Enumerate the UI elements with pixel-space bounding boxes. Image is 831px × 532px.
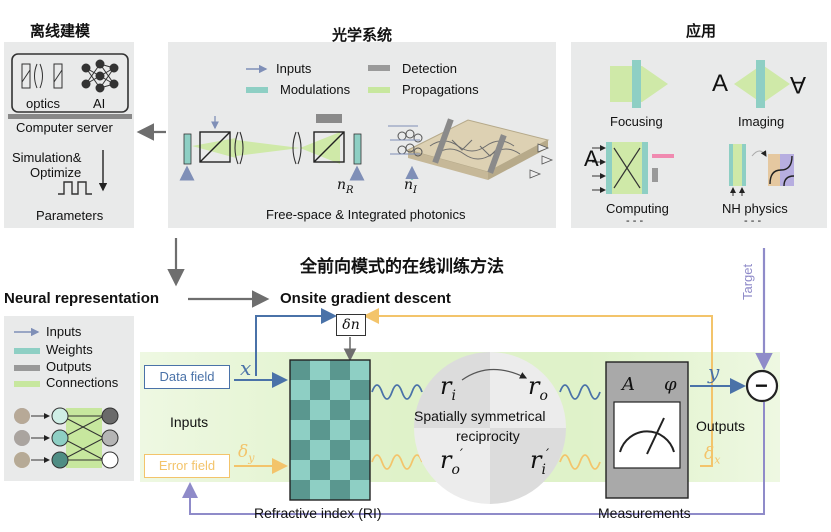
data-field-box: Data field	[144, 365, 230, 389]
imaging-letter-a: A	[712, 70, 729, 97]
focusing-icon	[610, 60, 668, 108]
legend2-weights-swatch	[14, 348, 40, 354]
refractive-index-grid	[289, 359, 371, 501]
symmetry-label-2: reciprocity	[456, 428, 520, 444]
ai-network-icon	[81, 59, 119, 93]
delta-y-label: δy	[238, 442, 255, 465]
legend2-outputs-swatch	[14, 365, 40, 371]
symmetry-label-1: Spatially symmetrical	[414, 408, 546, 424]
ri-cell	[330, 440, 350, 460]
onsite-gradient-label: Onsite gradient descent	[280, 290, 451, 307]
x-to-deltan-line	[255, 308, 337, 376]
r-o-prime-label: ro′	[440, 446, 464, 478]
r-i-label: ri	[440, 372, 456, 404]
error-field-box: Error field	[144, 454, 230, 478]
measurements-label: Measurements	[598, 505, 691, 521]
neural-network-icon	[14, 407, 119, 469]
legend-inputs-label: Inputs	[276, 61, 312, 76]
imaging-letter-a-mirror: A	[790, 71, 807, 98]
ri-cell	[290, 400, 310, 420]
focusing-label: Focusing	[610, 114, 663, 129]
legend-modulations-label: Modulations	[280, 82, 351, 97]
legend-propagations-label: Propagations	[402, 82, 479, 97]
legend-modulations-swatch	[246, 87, 268, 93]
blue-wave-right	[559, 384, 601, 400]
legend-detection-swatch	[368, 65, 390, 71]
ri-cell	[330, 360, 350, 380]
nh-physics-dots: - - -	[744, 215, 762, 227]
ri-cell	[310, 460, 330, 480]
target-label: Target	[740, 263, 755, 300]
apps-title: 应用	[686, 22, 717, 40]
r-o-label: ro	[528, 372, 548, 404]
nh-physics-icon	[729, 144, 795, 196]
outputs-label: Outputs	[696, 418, 746, 434]
ri-cell	[330, 400, 350, 420]
n-i-label: nI	[404, 177, 417, 196]
inputs-label: Inputs	[170, 414, 209, 430]
measurement-device	[605, 361, 689, 499]
neural-representation-label: Neural representation	[4, 290, 160, 307]
square-wave-icon	[58, 181, 92, 195]
ri-cell	[290, 440, 310, 460]
subtraction-node	[745, 369, 779, 403]
legend-detection-label: Detection	[402, 61, 457, 76]
delta-n-box: δn	[336, 314, 366, 336]
n-r-label: nR	[337, 177, 354, 196]
legend2-connections-label: Connections	[46, 375, 119, 390]
delta-x-label: δx	[704, 444, 721, 467]
symmetry-circle	[414, 352, 566, 504]
integrated-photonic-chip	[388, 118, 554, 180]
minus-sign: −	[755, 373, 768, 398]
parameters-label: Parameters	[36, 208, 104, 223]
simulation-label: Simulation&	[12, 150, 82, 165]
free-space-setup	[179, 114, 365, 181]
r-i-prime-label: ri′	[530, 446, 550, 478]
y-label: y	[708, 360, 720, 384]
legend-propagations-swatch	[368, 87, 390, 93]
offline-title: 离线建模	[30, 22, 91, 40]
optical-title: 光学系统	[332, 26, 393, 44]
optical-caption: Free-space & Integrated photonics	[266, 207, 466, 222]
measurement-phi-label: φ	[664, 374, 677, 395]
computing-dots: - - -	[626, 215, 644, 227]
main-title: 全前向模式的在线训练方法	[300, 257, 504, 277]
error-feedback-line	[182, 402, 765, 515]
ri-cell	[350, 420, 370, 440]
computing-letter-a: A	[584, 146, 599, 171]
ri-cell	[290, 480, 310, 500]
optics-label: optics	[26, 96, 60, 111]
offline-modeling-panel	[4, 42, 134, 228]
ri-cell	[330, 480, 350, 500]
x-label: x	[240, 356, 252, 380]
orange-wave-right	[559, 454, 601, 470]
orange-wave-left	[371, 454, 423, 470]
ri-cell	[350, 380, 370, 400]
legend2-inputs-label: Inputs	[46, 324, 82, 339]
imaging-label: Imaging	[738, 114, 785, 129]
legend2-weights-label: Weights	[46, 342, 93, 357]
ri-cell	[310, 420, 330, 440]
ai-label: AI	[93, 96, 106, 111]
measurement-a-label: A	[622, 374, 635, 395]
deltax-to-deltan-line	[363, 308, 713, 467]
legend2-connections-swatch	[14, 381, 40, 387]
imaging-icon	[734, 60, 790, 108]
server-label: Computer server	[16, 120, 113, 135]
computing-label: Computing	[606, 201, 669, 216]
legend2-outputs-label: Outputs	[46, 359, 92, 374]
nh-physics-label: NH physics	[722, 201, 788, 216]
computer-server-icon	[8, 53, 132, 119]
optics-icon	[21, 63, 63, 89]
computing-icon	[592, 142, 674, 194]
optimize-label: Optimize	[30, 165, 82, 180]
ri-cell	[350, 460, 370, 480]
ri-label: Refractive index (RI)	[254, 505, 382, 521]
blue-wave-left	[371, 384, 423, 400]
ri-cell	[290, 360, 310, 380]
ri-cell	[310, 380, 330, 400]
